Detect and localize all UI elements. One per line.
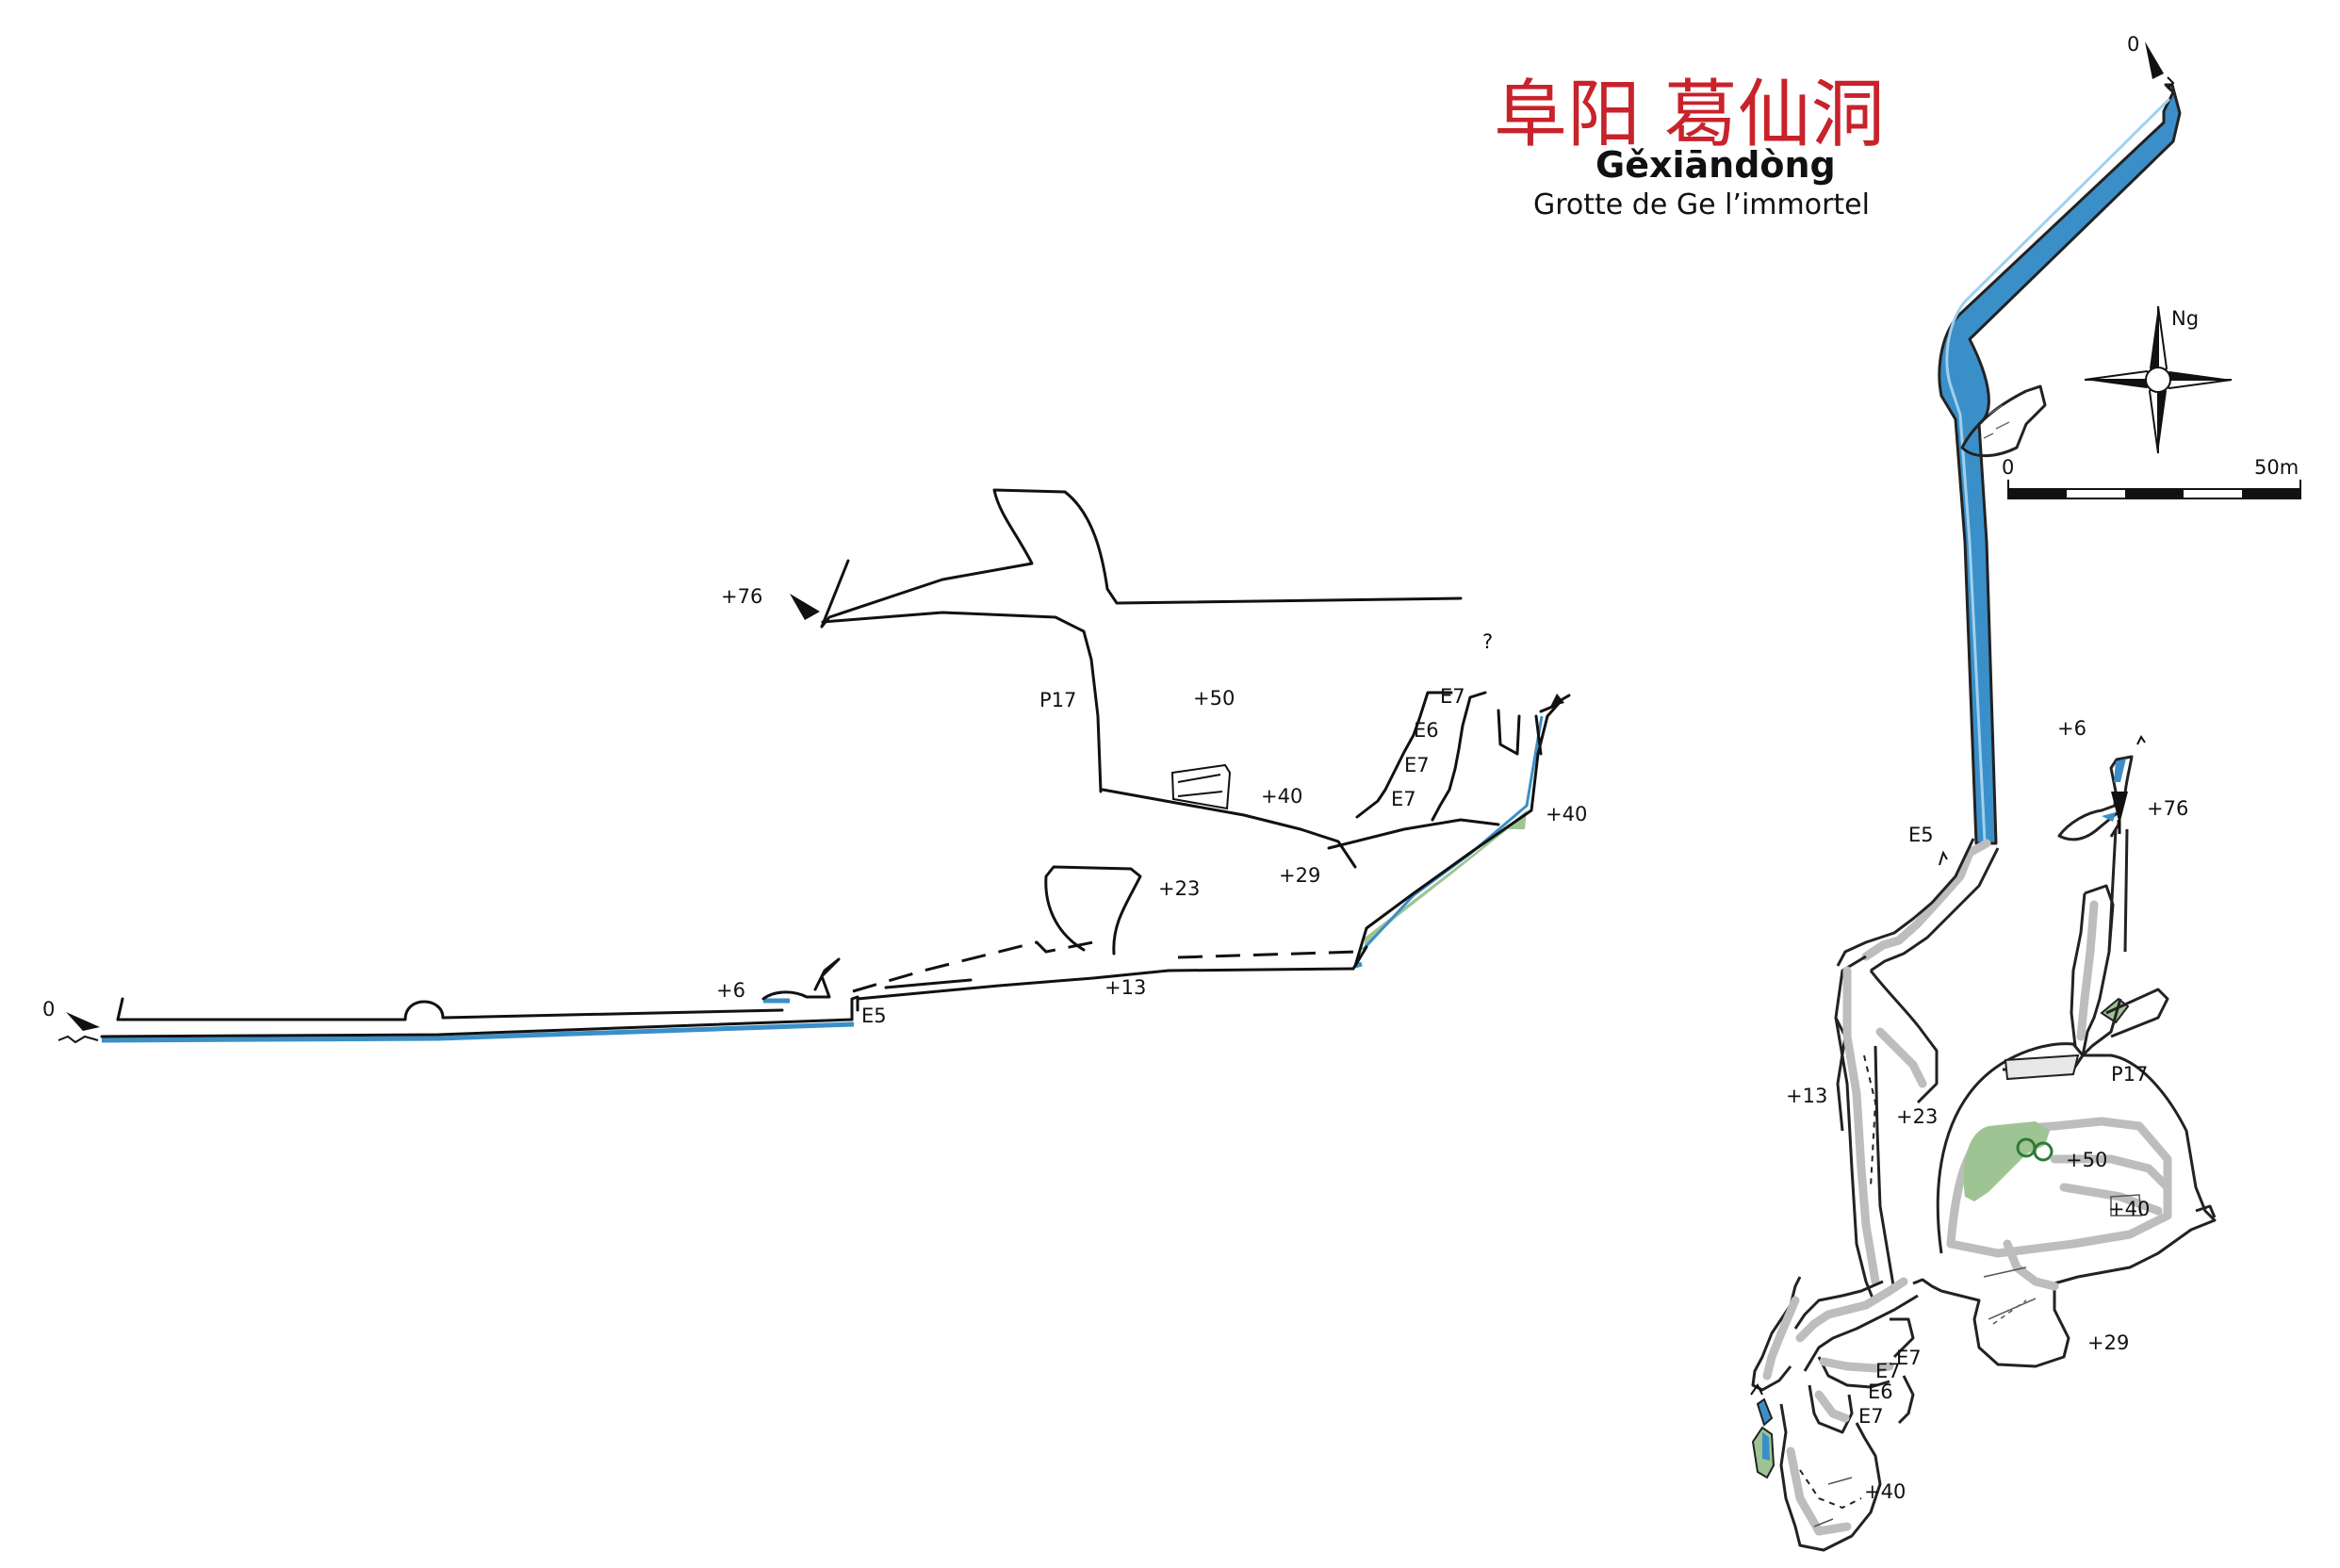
scale-bar: 0 50m: [2002, 456, 2301, 499]
plan-label-entrance-0: 0: [2127, 33, 2139, 56]
plan-entrance-0-marker: [2145, 41, 2164, 79]
compass-label: Ng: [2171, 307, 2199, 330]
north-arrow-icon: Ng: [2084, 305, 2233, 454]
profile-label-h23: +23: [1158, 877, 1200, 900]
title-pinyin: Gěxiāndòng: [1595, 144, 1836, 186]
profile-vegetation: [1365, 810, 1527, 947]
plan-label-h50: +50: [2066, 1149, 2107, 1171]
plan-vegetation-chamber: [1963, 1121, 2050, 1201]
plan-label-e7c: E7: [1858, 1405, 1884, 1428]
profile-label-p17: P17: [1039, 689, 1076, 711]
plan-label-h13: +13: [1786, 1085, 1827, 1107]
profile-entrance-76-marker: [790, 594, 820, 620]
profile-label-h40b: +40: [1546, 803, 1587, 825]
profile-entrance-0-marker: [66, 1012, 100, 1031]
plan-label-p17: P17: [2111, 1063, 2148, 1086]
plan-label-e7b: E7: [1875, 1360, 1901, 1382]
profile-label-h13: +13: [1105, 976, 1146, 999]
title-french: Grotte de Ge l’immortel: [1533, 188, 1870, 221]
profile-label-h40a: +40: [1261, 785, 1302, 808]
profile-label-e6: E6: [1414, 719, 1439, 742]
profile-view: 0 +76 P17 +50 +40 E7 E6 E7 E7 ? +40 +29 …: [42, 488, 1587, 1044]
profile-label-e5: E5: [861, 1004, 887, 1027]
title-chinese: 阜阳 葛仙洞: [1494, 73, 1885, 157]
profile-label-h50: +50: [1193, 687, 1235, 710]
profile-label-e7a: E7: [1440, 685, 1465, 708]
plan-label-h29: +29: [2087, 1331, 2129, 1354]
profile-label-e7b: E7: [1404, 754, 1430, 776]
profile-label-h6: +6: [716, 979, 745, 1002]
plan-label-e7a: E7: [1896, 1347, 1922, 1369]
plan-label-h23: +23: [1896, 1105, 1938, 1128]
plan-label-h40b: +40: [1864, 1480, 1906, 1503]
plan-label-e5: E5: [1908, 824, 1934, 846]
plan-label-entrance-76: +76: [2147, 797, 2188, 820]
profile-label-e7c: E7: [1391, 788, 1416, 810]
plan-label-h40a: +40: [2108, 1198, 2150, 1220]
profile-label-h29: +29: [1279, 864, 1320, 887]
plan-entrance-76-marker: [2111, 792, 2128, 825]
profile-label-entrance-0: 0: [42, 998, 55, 1021]
title-block: 阜阳 葛仙洞 Gěxiāndòng Grotte de Ge l’immorte…: [1494, 73, 1885, 221]
profile-label-question: ?: [1482, 630, 1493, 653]
scale-start-label: 0: [2002, 456, 2014, 479]
scale-end-label: 50m: [2254, 456, 2299, 479]
plan-label-e6: E6: [1868, 1380, 1893, 1403]
plan-label-h6: +6: [2057, 717, 2086, 740]
plan-view: 0 +6 +76 E5 P17 +13 +23 +50 +40 +29 E7 E…: [1750, 33, 2217, 1552]
profile-label-entrance-76: +76: [721, 585, 762, 608]
profile-water: [101, 1021, 855, 1043]
